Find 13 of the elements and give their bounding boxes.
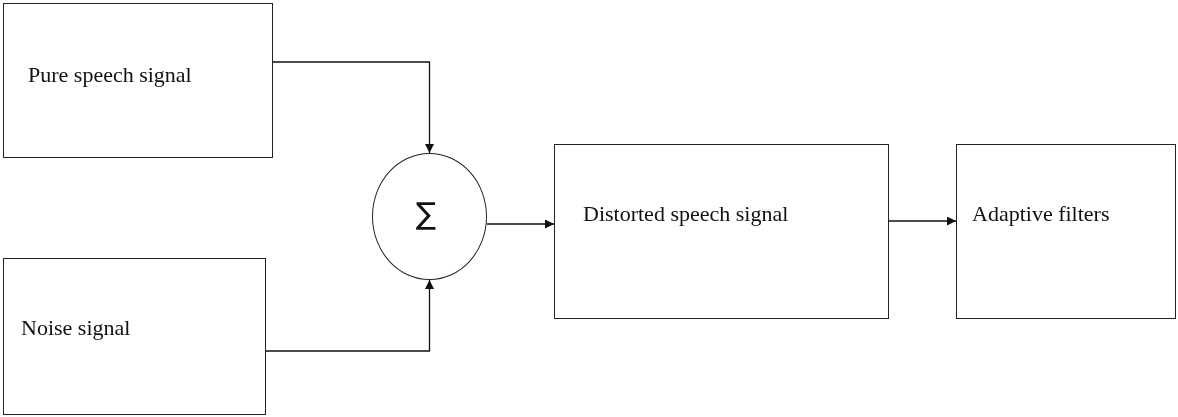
- process-box: [3, 3, 273, 158]
- process-box: [956, 144, 1176, 319]
- sum-symbol: ∑: [416, 196, 437, 232]
- process-box: [554, 144, 889, 319]
- box-label: Distorted speech signal: [583, 201, 789, 228]
- arrow: [888, 216, 957, 226]
- arrow: [265, 279, 434, 352]
- process-box: [3, 258, 266, 415]
- box-label: Pure speech signal: [28, 62, 192, 89]
- box-label: Adaptive filters: [972, 201, 1110, 228]
- arrow: [486, 219, 555, 229]
- box-label: Noise signal: [21, 315, 131, 342]
- arrow: [272, 61, 434, 154]
